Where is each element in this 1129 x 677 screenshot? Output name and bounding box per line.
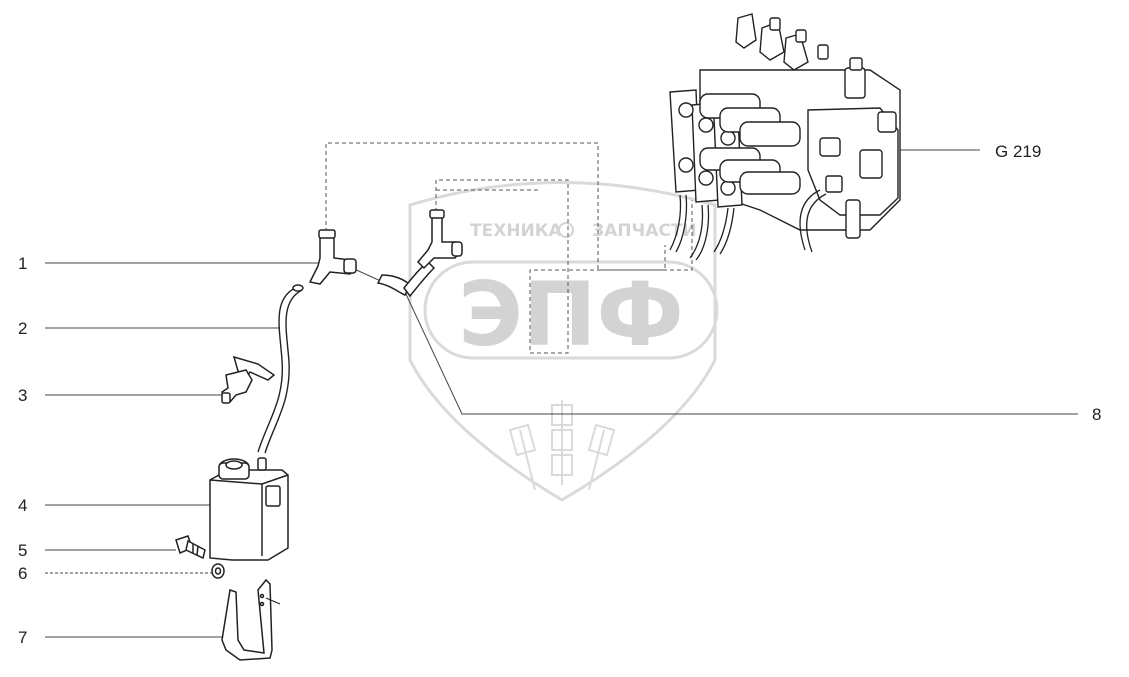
- watermark-gear-icon: [558, 222, 574, 238]
- callout-5: 5: [18, 541, 27, 560]
- hose-routing-lines: [325, 142, 693, 354]
- control-valve-block: [669, 13, 901, 239]
- leader-lines: [45, 149, 1078, 638]
- part-2-hose: [257, 284, 304, 454]
- callout-reference-g219: G 219: [995, 142, 1041, 161]
- watermark-right-text: ЗАПЧАСТИ: [592, 221, 697, 241]
- part-8-hose-elbow: [376, 209, 463, 298]
- callout-labels: 1 2 3 4 5 6 7 8 G 219: [18, 142, 1101, 647]
- part-1-tee-connector: [308, 229, 357, 285]
- callout-1: 1: [18, 254, 27, 273]
- callout-7: 7: [18, 628, 27, 647]
- valve-hoses: [669, 189, 827, 261]
- watermark: ТЕХНИКА ЗАПЧАСТИ ЭПФ: [408, 181, 719, 502]
- callout-6: 6: [18, 564, 27, 583]
- callout-3: 3: [18, 386, 27, 405]
- part-5-bolt: [175, 535, 206, 560]
- part-6-washer: [211, 563, 225, 579]
- watermark-wheat-icon: [508, 400, 616, 491]
- part-3-clip: [221, 355, 276, 404]
- watermark-logo-text: ЭПФ: [458, 263, 684, 366]
- watermark-shield: [408, 181, 717, 502]
- watermark-left-text: ТЕХНИКА: [470, 221, 563, 241]
- callout-2: 2: [18, 319, 27, 338]
- part-4-reservoir: [209, 457, 289, 561]
- callout-4: 4: [18, 496, 27, 515]
- watermark-logo-plate: [423, 260, 719, 360]
- callout-8: 8: [1092, 405, 1101, 424]
- part-7-bracket: [221, 578, 281, 661]
